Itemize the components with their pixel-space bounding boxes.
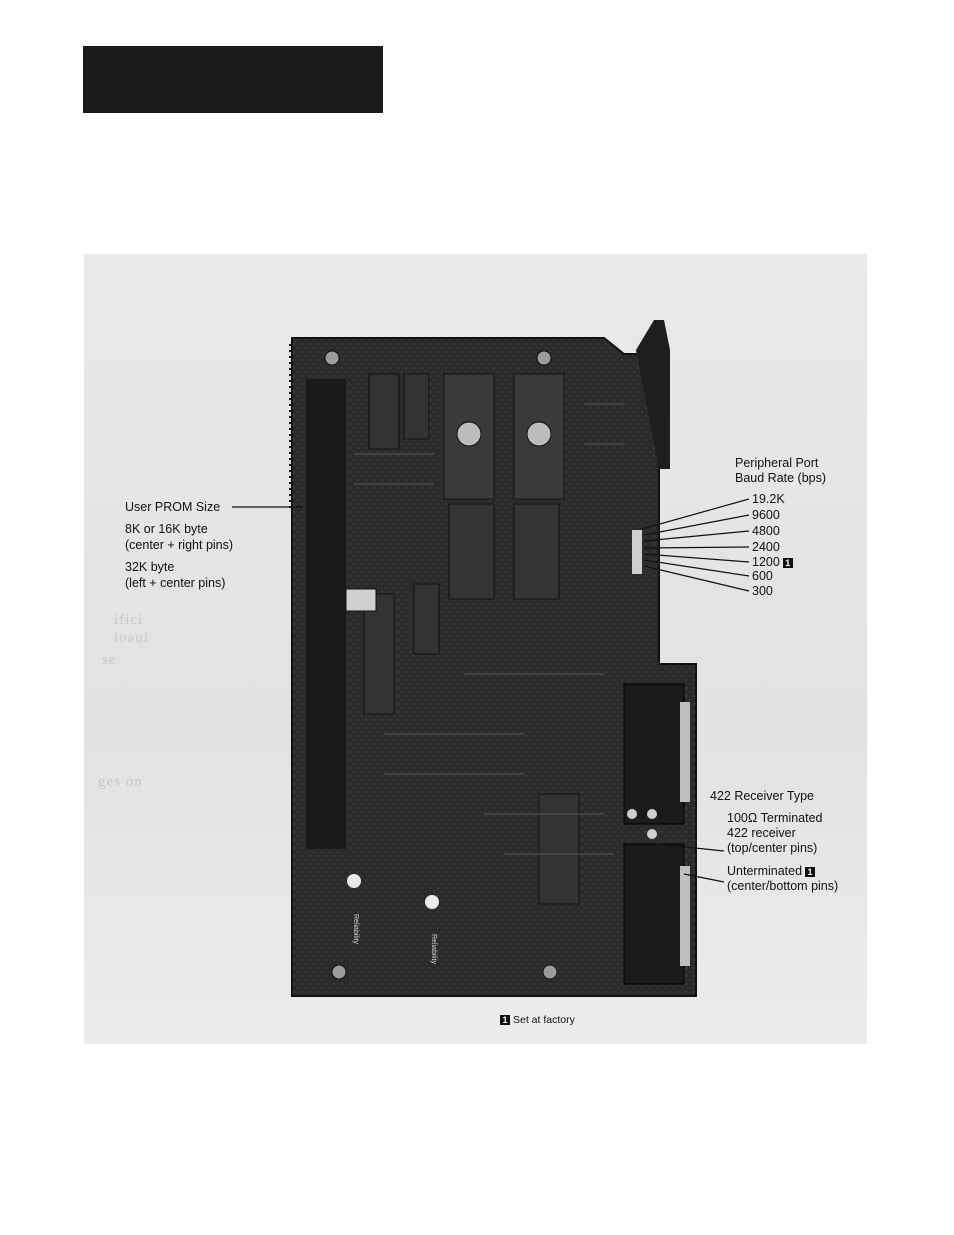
prom-8k-16k-label: 8K or 16K byte (125, 522, 208, 536)
baud-rate-2400: 2400 (752, 540, 780, 554)
prom-32k-pins-label: (left + center pins) (125, 576, 226, 590)
factory-footnote-text: Set at factory (513, 1014, 575, 1026)
ic-chip (538, 793, 580, 905)
ic-chip (403, 373, 430, 440)
receiver-jumper-pins (627, 809, 657, 839)
unterminated-leader-line (683, 873, 725, 883)
terminated-leader-line (655, 843, 725, 852)
baud-leader-9600 (643, 514, 750, 536)
unterminated-pins-label: (center/bottom pins) (727, 879, 839, 893)
reliability-logo-icon (425, 895, 439, 909)
baud-leader-19k2 (641, 498, 750, 530)
bleed-through-text: ioaul (114, 630, 149, 646)
crystal-label (345, 588, 377, 612)
peripheral-port-label: Peripheral Port (735, 456, 819, 470)
mounting-screw (536, 350, 552, 366)
mounting-screw (542, 964, 558, 980)
baud-leader-4800 (643, 530, 750, 542)
baud-jumper-pins (632, 530, 642, 574)
board-body (291, 337, 697, 997)
ic-chip (448, 503, 495, 600)
ic-chip (363, 593, 395, 715)
db-connector-shell (680, 866, 690, 966)
db-connector-top (623, 683, 685, 825)
baud-rate-300: 300 (752, 584, 773, 598)
terminated-label: 100Ω Terminated (727, 811, 823, 825)
ic-chip (513, 503, 560, 600)
baud-leader-600 (643, 559, 750, 577)
terminated-receiver-label: 422 receiver (727, 826, 796, 840)
db-connector-bottom (623, 843, 685, 985)
mounting-screw (331, 964, 347, 980)
baud-rate-9600: 9600 (752, 508, 780, 522)
prom-32k-label: 32K byte (125, 560, 175, 574)
baud-rate-4800: 4800 (752, 524, 780, 538)
unterminated-label: Unterminated (727, 864, 803, 878)
baud-leader-1200 (643, 553, 750, 563)
factory-default-marker: 1 (805, 866, 816, 877)
eprom-window (456, 421, 482, 447)
prom-header-strip (306, 379, 346, 849)
reliability-logo-icon (347, 874, 361, 888)
baud-rate-label: Baud Rate (bps) (735, 471, 827, 485)
user-prom-size-label: User PROM Size (125, 500, 221, 514)
ic-chip (413, 583, 440, 655)
circuit-board-photo: ifici ioaul se ges on (84, 254, 867, 1044)
db-connector-shell (680, 702, 690, 802)
factory-footnote-marker: 1 (500, 1015, 510, 1026)
leader-lines (232, 498, 750, 883)
eprom-window (526, 421, 552, 447)
baud-rate-1200: 1200 (752, 555, 780, 569)
bleed-through-text: ifici (114, 612, 144, 628)
prom-8k-16k-pins-label: (center + right pins) (125, 538, 234, 552)
factory-default-marker: 1 (782, 557, 793, 568)
board-traces (354, 403, 624, 855)
mounting-screw (324, 350, 340, 366)
header-black-bar (83, 46, 383, 113)
bleed-through-text: se (102, 652, 117, 668)
baud-rate-600: 600 (752, 569, 773, 583)
circuit-board-illustration: Reliability Reliability (289, 320, 697, 997)
board-brand-text: Reliability (352, 914, 359, 944)
bleed-through-text: ges on (98, 774, 143, 790)
baud-leader-300 (643, 565, 750, 592)
baud-rate-19k2: 19.2K (752, 492, 785, 506)
board-brand-text: Reliability (430, 934, 437, 964)
receiver-type-label: 422 Receiver Type (710, 789, 814, 803)
terminated-pins-label: (top/center pins) (727, 841, 818, 855)
ic-chip (368, 373, 400, 450)
baud-leader-2400 (643, 546, 750, 549)
ejector-tab (636, 320, 670, 469)
